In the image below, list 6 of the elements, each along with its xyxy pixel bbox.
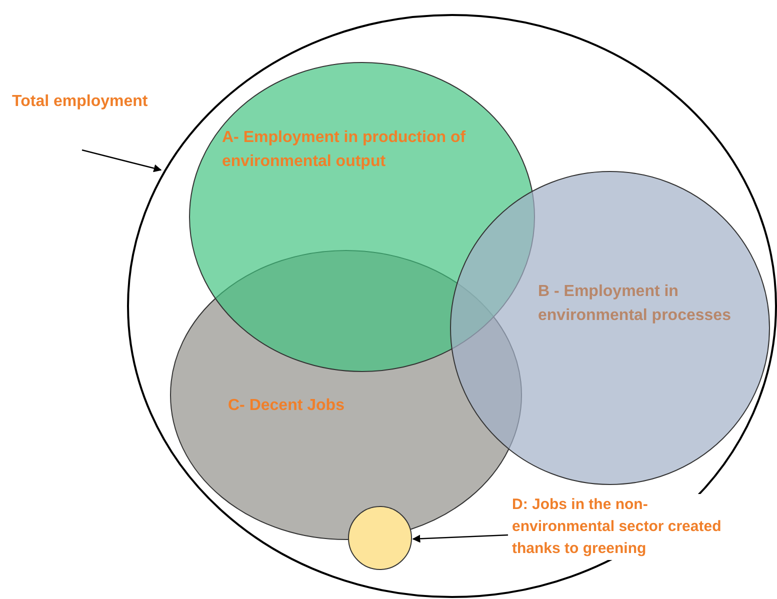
- callout-label: Total employment: [12, 92, 149, 112]
- leader-arrow: [82, 149, 162, 172]
- circle-label: A- Employment in production of environmental output: [222, 128, 467, 172]
- circle-label: B - Employment in environmental processes: [538, 282, 732, 326]
- leader-arrow: [412, 534, 508, 543]
- circle-label: C- Decent Jobs: [228, 396, 346, 416]
